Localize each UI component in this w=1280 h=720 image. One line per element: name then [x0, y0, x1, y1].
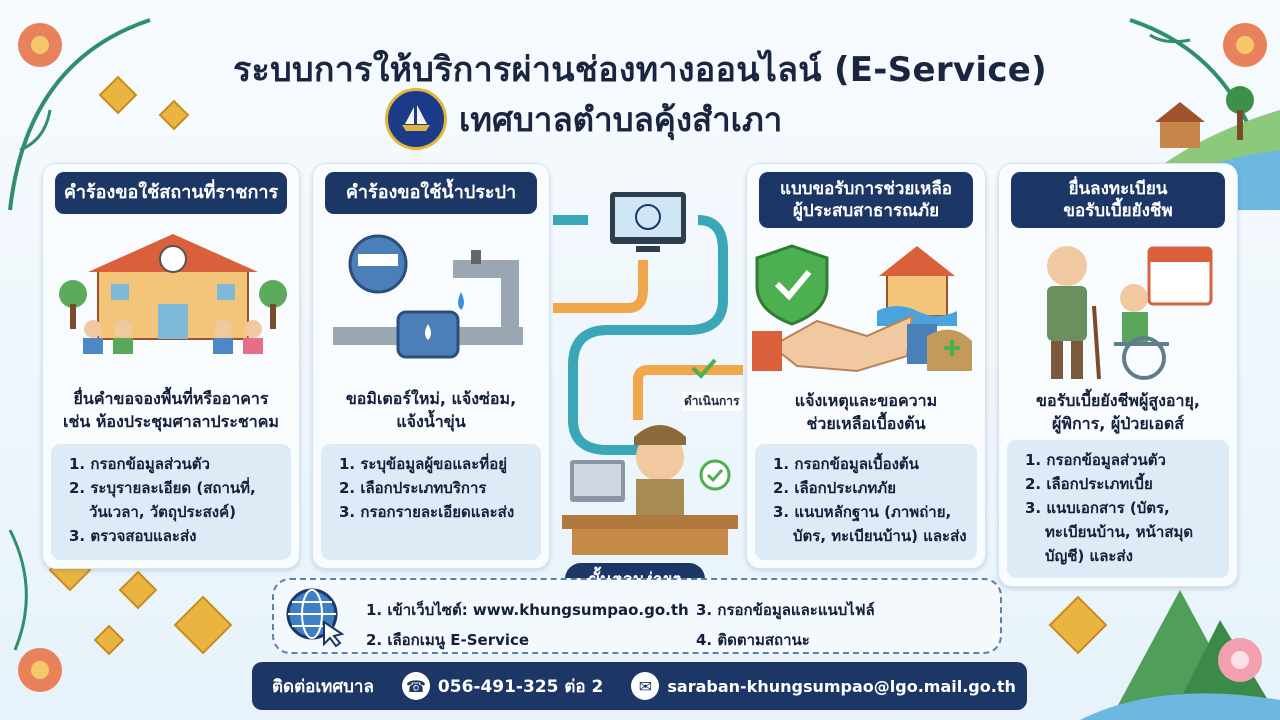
card-title: คำร้องขอใช้น้ำประปา [325, 172, 537, 214]
junk-boat-icon [402, 105, 430, 131]
town-hall-icon [59, 234, 287, 354]
org-heading: เทศบาลตำบลคุ้งสำเภา [385, 88, 782, 150]
contact-email[interactable]: saraban-khungsumpao@lgo.mail.go.th [667, 676, 1016, 696]
card-steps: 1. กรอกข้อมูลเบื้องต้น 2. เลือกประเภทภัย… [755, 444, 977, 560]
corner-ornament-top-left [8, 18, 190, 211]
card-water-request[interactable]: คำร้องขอใช้น้ำประปา ขอมิเตอร์ใหม่, แจ้งซ… [312, 163, 550, 569]
ops-label: ดำเนินการ [682, 392, 742, 411]
card-description: แจ้งเหตุและขอความ ช่วยเหลือเบื้องต้น [794, 391, 938, 434]
process-flow-diagram [553, 192, 743, 458]
phone-icon: ☎ [401, 672, 430, 700]
municipality-seal-logo [385, 88, 447, 150]
email-icon: ✉ [631, 672, 660, 700]
card-venue-request[interactable]: คำร้องขอใช้สถานที่ราชการ ยื่นคำขอจองพื้น… [42, 163, 300, 569]
corner-ornament-bottom-left [8, 529, 233, 692]
contact-label: ติดต่อเทศบาล [272, 676, 374, 697]
globe-click-icon [286, 588, 345, 648]
card-title: คำร้องขอใช้สถานที่ราชการ [55, 172, 287, 214]
elderly-disabled-icon [1047, 246, 1213, 380]
disaster-aid-icon [752, 244, 972, 373]
card-disaster-aid[interactable]: แบบขอรับการช่วยเหลือ ผู้ประสบสาธารณภัย แ… [746, 163, 986, 569]
water-meter-pipe-icon [333, 234, 523, 359]
corner-ornament-bottom-right [1048, 590, 1280, 720]
org-name: เทศบาลตำบลคุ้งสำเภา [459, 99, 783, 139]
easy-steps-list: 1. เข้าเว็บไซต์: www.khungsumpao.go.th 3… [366, 601, 875, 649]
card-steps: 1. กรอกข้อมูลส่วนตัว 2. เลือกประเภทเบี้ย… [1007, 440, 1229, 578]
card-description: ขอรับเบี้ยยังชีพผู้สูงอายุ, ผู้พิการ, ผู… [1036, 391, 1200, 434]
card-title: ยื่นลงทะเบียน ขอรับเบี้ยยังชีพ [1011, 172, 1225, 228]
contact-phone[interactable]: 056-491-325 ต่อ 2 [437, 676, 604, 697]
officer-at-desk-icon [562, 425, 738, 555]
card-welfare-registration[interactable]: ยื่นลงทะเบียน ขอรับเบี้ยยังชีพ ขอรับเบี้… [998, 163, 1238, 587]
card-description: ยื่นคำขอจองพื้นที่หรืออาคาร เช่น ห้องประ… [63, 389, 279, 432]
card-description: ขอมิเตอร์ใหม่, แจ้งซ่อม, แจ้งน้ำขุ่น [345, 389, 517, 432]
card-title: แบบขอรับการช่วยเหลือ ผู้ประสบสาธารณภัย [759, 172, 973, 228]
contact-bar: ติดต่อเทศบาล ☎ 056-491-325 ต่อ 2 ✉ sarab… [252, 662, 1027, 710]
easy-steps-box: 1. เข้าเว็บไซต์: www.khungsumpao.go.th 3… [272, 578, 1002, 654]
page-title: ระบบการให้บริการผ่านช่องทางออนไลน์ (E-Se… [232, 50, 1048, 90]
card-steps: 1. กรอกข้อมูลส่วนตัว 2. ระบุรายละเอียด (… [51, 444, 291, 560]
card-steps: 1. ระบุข้อมูลผู้ขอและที่อยู่ 2. เลือกประ… [321, 444, 541, 560]
